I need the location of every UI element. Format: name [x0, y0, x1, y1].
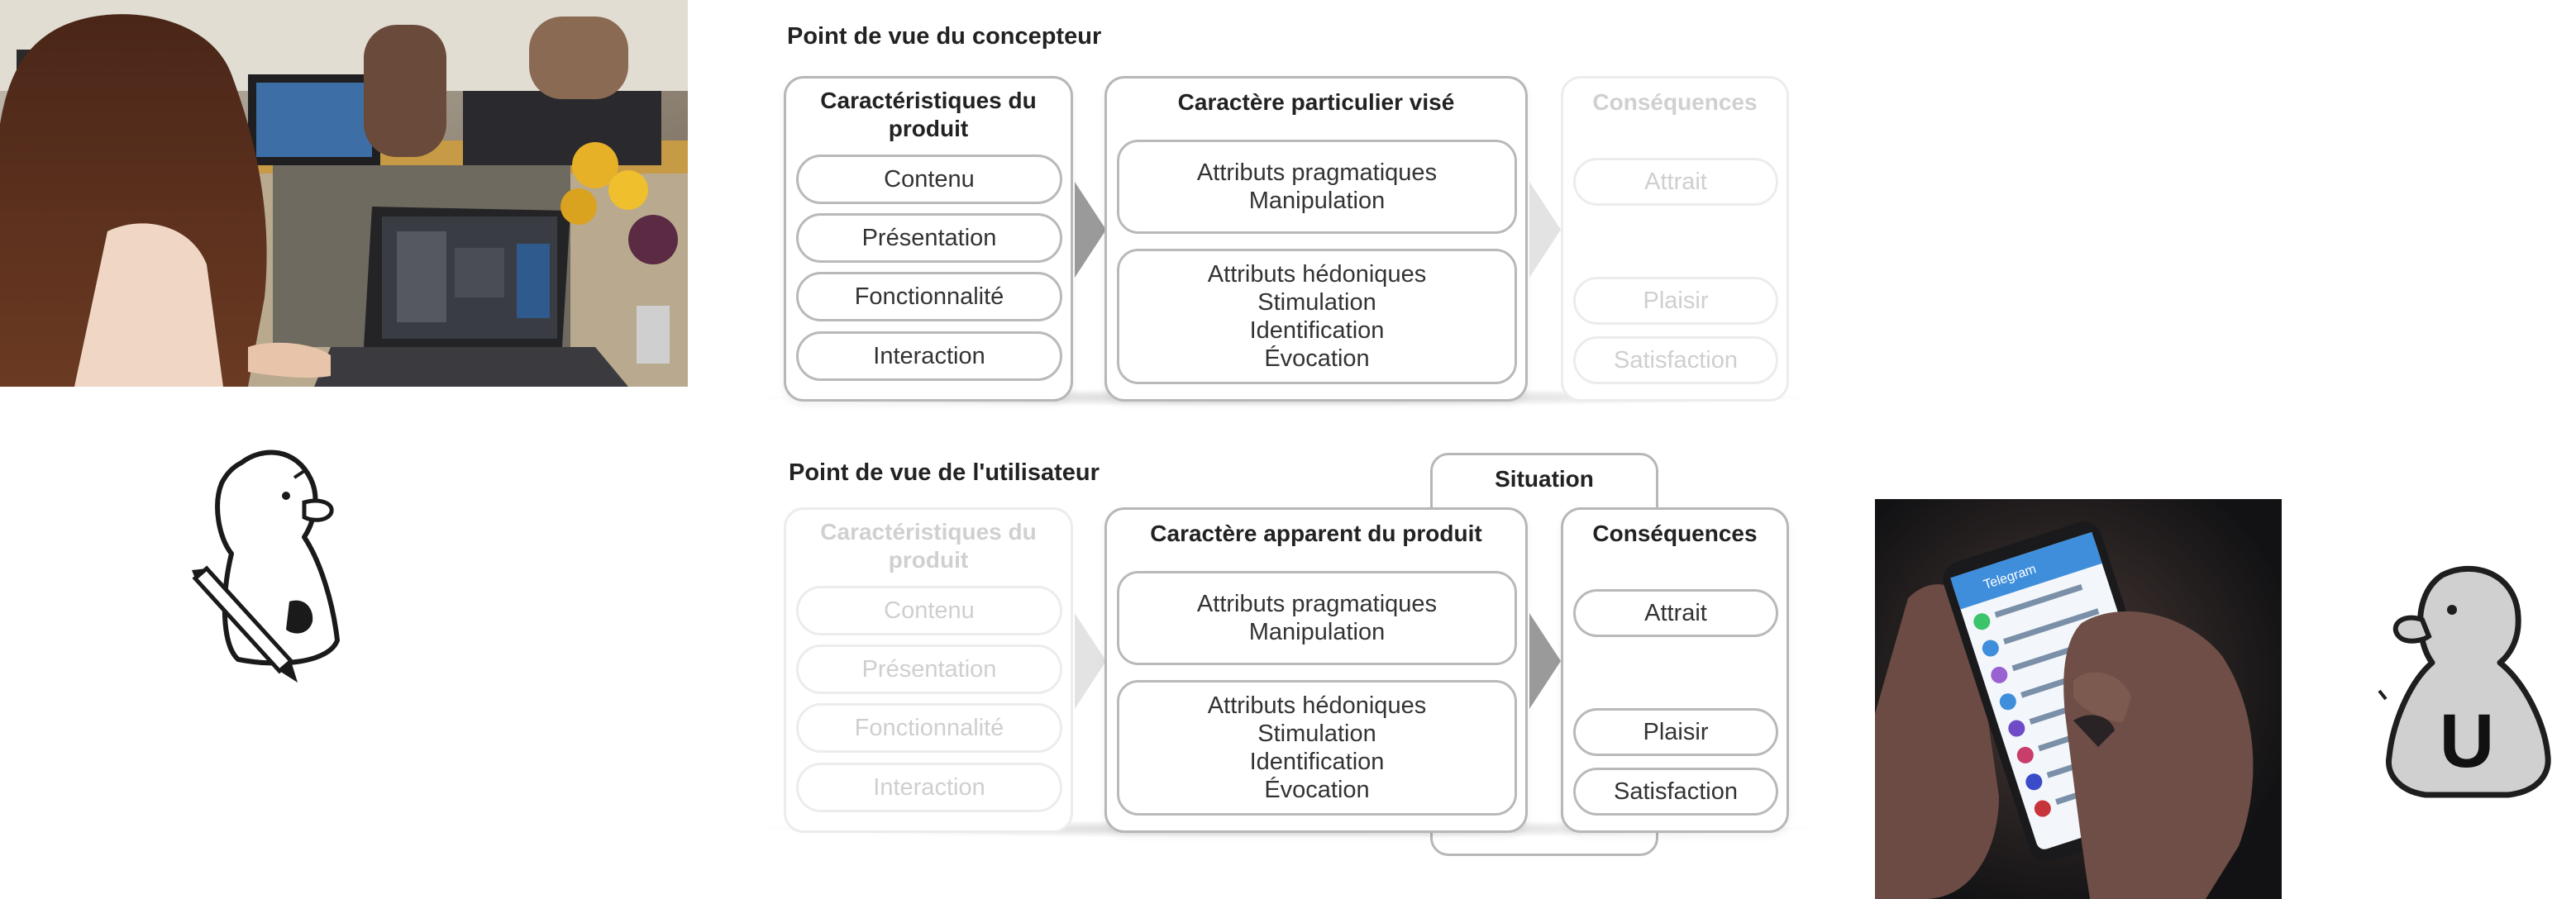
identification-label: Identification [1249, 317, 1385, 344]
situation-label: Situation [1495, 466, 1594, 492]
designer-character-drawing [188, 446, 354, 686]
user-character-drawing: U [2376, 559, 2558, 798]
evocation-label: Évocation [1264, 777, 1370, 803]
designer-product-panel: Caractéristiques du produit Contenu Prés… [784, 76, 1073, 402]
designer-center-title: Caractère particulier visé [1177, 89, 1455, 115]
designer-arrow-to-center-icon [1075, 182, 1106, 278]
designer-consequences-panel: Conséquences Attrait Plaisir Satisfactio… [1561, 76, 1789, 402]
user-arrow-to-center-icon [1075, 613, 1106, 709]
user-consequences-title: Conséquences [1592, 521, 1758, 546]
user-hedonic-box: Attributs hédoniques Stimulation Identif… [1117, 680, 1517, 816]
designer-product-item: Présentation [796, 213, 1062, 263]
designer-pragmatic-box: Attributs pragmatiques Manipulation [1117, 140, 1517, 234]
pragmatic-attributes-label: Attributs pragmatiques [1196, 159, 1438, 186]
user-arrow-to-consequences-icon [1529, 613, 1561, 709]
office-photo [0, 0, 688, 387]
user-center-title: Caractère apparent du produit [1150, 521, 1482, 546]
designer-product-item: Interaction [796, 331, 1062, 381]
user-product-item: Interaction [796, 763, 1062, 812]
stimulation-label: Stimulation [1257, 721, 1376, 747]
user-duck-icon: U [2378, 565, 2551, 798]
manipulation-label: Manipulation [1248, 188, 1386, 214]
user-center-panel: Caractère apparent du produit Attributs … [1104, 507, 1528, 833]
designer-duck-icon [192, 450, 340, 683]
designer-consequence-item: Satisfaction [1573, 336, 1778, 384]
user-consequence-item: Attrait [1573, 589, 1778, 637]
designer-product-title: Caractéristiques du produit [820, 88, 1037, 141]
phone-photo: Telegram [1875, 499, 2282, 899]
manipulation-label: Manipulation [1248, 619, 1386, 645]
user-consequences-panel: Conséquences Attrait Plaisir Satisfactio… [1561, 507, 1789, 833]
stimulation-label: Stimulation [1257, 289, 1376, 316]
designer-heading: Point de vue du concepteur [787, 23, 1102, 50]
user-consequence-item: Satisfaction [1573, 768, 1778, 816]
office-photo-illustration [0, 0, 688, 387]
user-letter: U [2440, 699, 2494, 783]
user-pragmatic-box: Attributs pragmatiques Manipulation [1117, 571, 1517, 665]
designer-product-item: Contenu [796, 155, 1062, 204]
user-heading: Point de vue de l'utilisateur [789, 459, 1100, 486]
user-product-item: Fonctionnalité [796, 703, 1062, 753]
designer-center-panel: Caractère particulier visé Attributs pra… [1104, 76, 1528, 402]
designer-consequences-title: Conséquences [1592, 89, 1758, 115]
designer-consequence-item: Attrait [1573, 158, 1778, 206]
designer-hedonic-box: Attributs hédoniques Stimulation Identif… [1117, 249, 1517, 384]
evocation-label: Évocation [1264, 345, 1370, 372]
user-consequence-item: Plaisir [1573, 708, 1778, 756]
hedonic-attributes-label: Attributs hédoniques [1207, 261, 1427, 288]
designer-product-item: Fonctionnalité [796, 272, 1062, 321]
pragmatic-attributes-label: Attributs pragmatiques [1196, 591, 1438, 617]
phone-photo-illustration: Telegram [1875, 499, 2282, 899]
designer-consequence-item: Plaisir [1573, 277, 1778, 325]
user-product-item: Présentation [796, 645, 1062, 694]
user-product-panel: Caractéristiques du produit Contenu Prés… [784, 507, 1073, 833]
user-product-item: Contenu [796, 586, 1062, 635]
identification-label: Identification [1249, 749, 1385, 775]
hedonic-attributes-label: Attributs hédoniques [1207, 692, 1427, 719]
user-product-title: Caractéristiques du produit [820, 519, 1037, 573]
designer-arrow-to-consequences-icon [1529, 182, 1561, 278]
